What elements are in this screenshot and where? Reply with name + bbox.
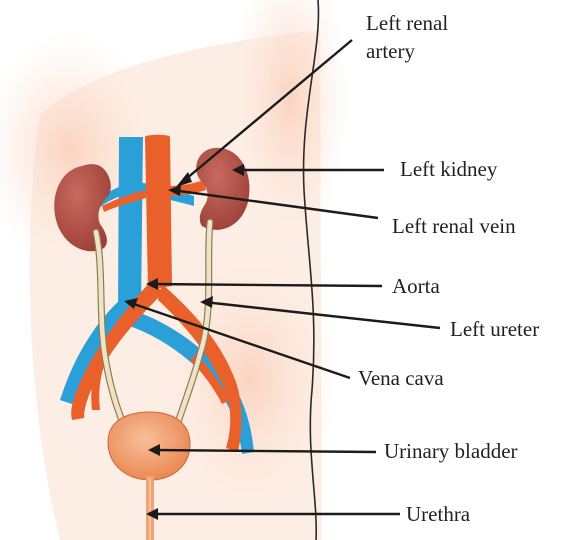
label-left-renal-artery-line1: Left renal — [366, 11, 448, 35]
urinary-bladder — [108, 412, 190, 480]
vena-cava-trunk — [118, 137, 143, 310]
label-urethra: Urethra — [406, 502, 471, 526]
label-left-renal-artery-line2: artery — [366, 39, 415, 63]
aorta-trunk — [145, 135, 172, 290]
label-aorta: Aorta — [392, 274, 440, 298]
label-urinary-bladder: Urinary bladder — [384, 439, 518, 463]
label-left-ureter: Left ureter — [450, 317, 539, 341]
label-left-renal-vein: Left renal vein — [392, 214, 516, 238]
label-left-kidney: Left kidney — [400, 157, 498, 181]
label-vena-cava: Vena cava — [358, 366, 444, 390]
labels: Left renal artery Left kidney Left renal… — [358, 11, 539, 526]
